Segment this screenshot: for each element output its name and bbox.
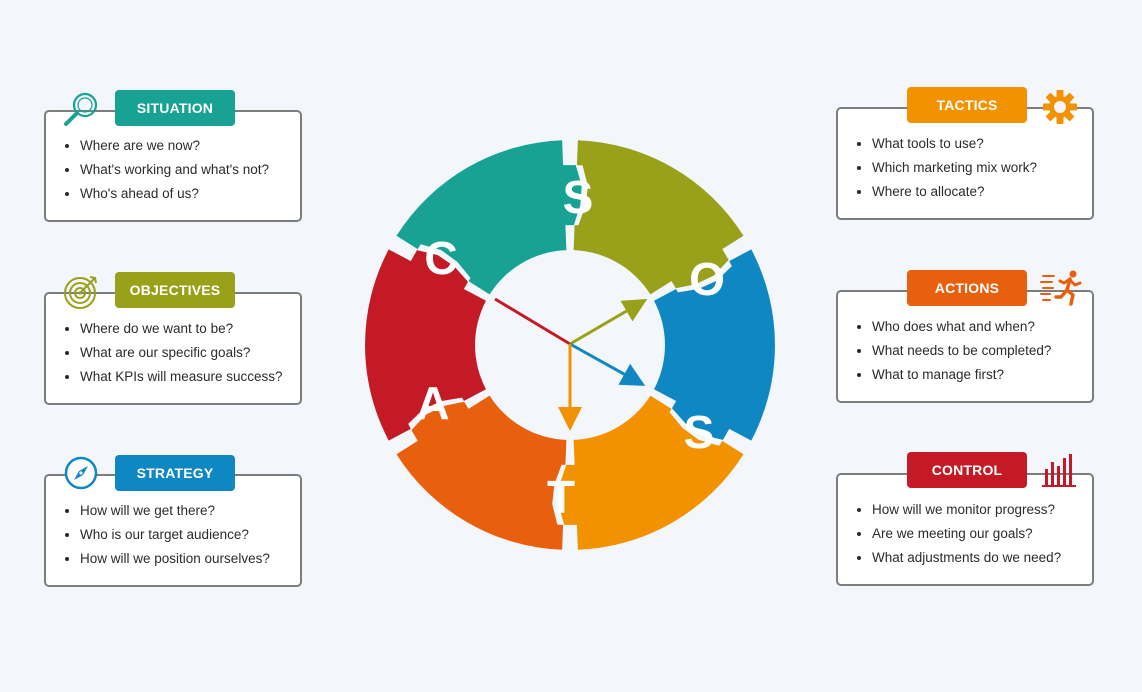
list-item: What are our specific goals? — [80, 341, 300, 365]
situation-list: Where are we now? What's working and wha… — [46, 134, 300, 206]
objectives-title: OBJECTIVES — [115, 272, 235, 308]
control-list: How will we monitor progress? Are we mee… — [838, 498, 1092, 570]
bar-chart-icon — [1042, 454, 1076, 487]
control-line — [494, 297, 571, 346]
magnifier-icon — [64, 92, 98, 126]
wheel-letters: S O S T A C — [416, 171, 725, 523]
list-item: Who does what and when? — [872, 315, 1092, 339]
runner-icon — [1040, 270, 1082, 306]
list-item: How will we monitor progress? — [872, 498, 1092, 522]
list-item: What needs to be completed? — [872, 339, 1092, 363]
tactics-panel: What tools to use? Which marketing mix w… — [836, 107, 1094, 220]
list-item: Where do we want to be? — [80, 317, 300, 341]
wheel-letter-s-situation: S — [563, 171, 594, 223]
control-title: CONTROL — [907, 452, 1027, 488]
strategy-list: How will we get there? Who is our target… — [46, 499, 300, 571]
center-arrows — [494, 297, 648, 431]
strategy-title: STRATEGY — [115, 455, 235, 491]
tactics-list: What tools to use? Which marketing mix w… — [838, 132, 1092, 204]
strategy-arrow — [569, 342, 646, 386]
strategy-panel: How will we get there? Who is our target… — [44, 474, 302, 587]
list-item: Who is our target audience? — [80, 523, 300, 547]
list-item: Where are we now? — [80, 134, 300, 158]
list-item: What's working and what's not? — [80, 158, 300, 182]
actions-title: ACTIONS — [907, 270, 1027, 306]
actions-list: Who does what and when? What needs to be… — [838, 315, 1092, 387]
list-item: Which marketing mix work? — [872, 156, 1092, 180]
wheel-segments — [365, 140, 775, 550]
socast-cycle-wheel: S O S T A C — [365, 140, 775, 550]
tactics-title: TACTICS — [907, 87, 1027, 123]
wheel-letter-t-tactics: T — [547, 471, 575, 523]
list-item: How will we get there? — [80, 499, 300, 523]
target-icon — [64, 276, 97, 309]
list-item: What tools to use? — [872, 132, 1092, 156]
wheel-segment-actions — [396, 395, 567, 550]
list-item: How will we position ourselves? — [80, 547, 300, 571]
wheel-segment-strategy — [654, 249, 775, 441]
list-item: Who's ahead of us? — [80, 182, 300, 206]
situation-title: SITUATION — [115, 90, 235, 126]
wheel-letter-o-objectives: O — [689, 253, 725, 305]
compass-icon — [64, 456, 98, 490]
actions-panel: Who does what and when? What needs to be… — [836, 290, 1094, 403]
wheel-segment-objectives — [573, 140, 744, 295]
list-item: Where to allocate? — [872, 180, 1092, 204]
control-panel: How will we monitor progress? Are we mee… — [836, 473, 1094, 586]
wheel-segment-tactics — [558, 395, 744, 550]
list-item: What KPIs will measure success? — [80, 365, 300, 389]
wheel-letter-c-control: C — [424, 232, 457, 284]
objectives-list: Where do we want to be? What are our spe… — [46, 317, 300, 389]
wheel-letter-s-strategy: S — [684, 406, 715, 458]
wheel-segment-situation — [396, 140, 582, 295]
objectives-arrow — [569, 298, 648, 346]
list-item: Are we meeting our goals? — [872, 522, 1092, 546]
list-item: What to manage first? — [872, 363, 1092, 387]
gear-icon — [1043, 90, 1077, 124]
list-item: What adjustments do we need? — [872, 546, 1092, 570]
wheel-letter-a-actions: A — [416, 377, 449, 429]
situation-panel: Where are we now? What's working and wha… — [44, 110, 302, 222]
wheel-segment-control — [365, 249, 486, 441]
